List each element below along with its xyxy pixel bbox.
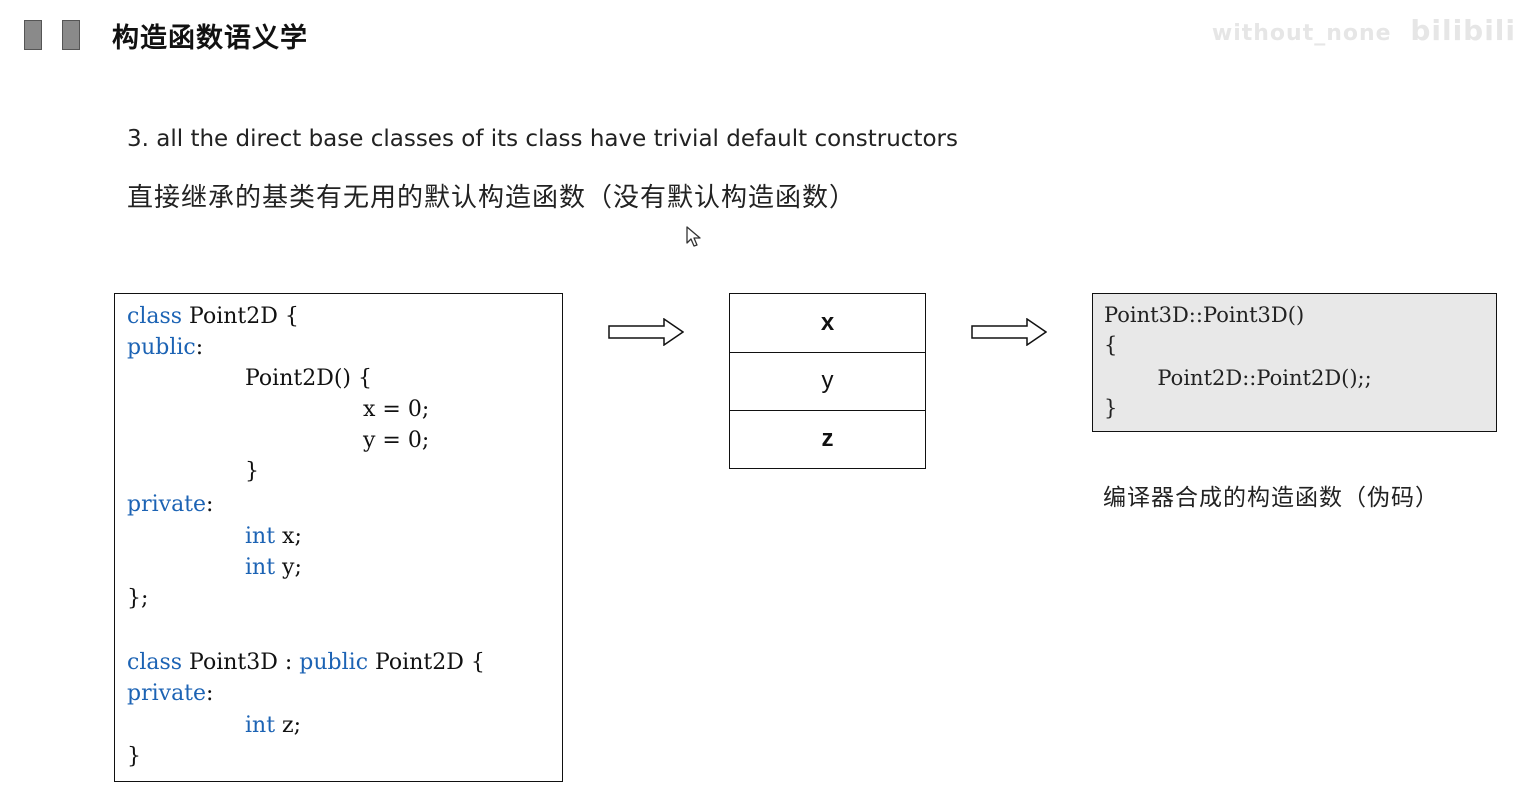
pseudo-code-line: Point2D::Point2D();; bbox=[1104, 366, 1372, 390]
code-text: z; bbox=[275, 713, 302, 738]
pseudo-code-box: Point3D::Point3D() { Point2D::Point2D();… bbox=[1092, 293, 1497, 432]
code-line: class Point3D : public Point2D { bbox=[127, 648, 485, 678]
code-line: y = 0; bbox=[363, 426, 429, 456]
code-text: Point2D { bbox=[368, 650, 485, 675]
class-code-box: class Point2D {public:Point2D() {x = 0;y… bbox=[114, 293, 563, 782]
code-line: int x; bbox=[245, 522, 302, 552]
code-text: Point2D { bbox=[182, 304, 299, 329]
code-line: x = 0; bbox=[363, 395, 429, 425]
code-text: : bbox=[195, 335, 204, 360]
mouse-pointer-icon bbox=[686, 226, 701, 247]
memory-cell-x: x bbox=[730, 294, 925, 353]
watermark-user: without_none bbox=[1211, 21, 1392, 46]
pseudo-code-caption: 编译器合成的构造函数（伪码） bbox=[1103, 485, 1439, 511]
code-keyword: int bbox=[245, 713, 276, 738]
code-line: public: bbox=[127, 333, 203, 363]
code-line: class Point2D { bbox=[127, 302, 299, 332]
memory-cell-z: z bbox=[821, 425, 834, 452]
code-line: private: bbox=[127, 679, 213, 709]
watermark: without_none bilibili bbox=[1212, 14, 1516, 47]
page-title: 构造函数语义学 bbox=[112, 23, 308, 54]
rule-chinese-text: 直接继承的基类有无用的默认构造函数（没有默认构造函数） bbox=[127, 183, 857, 213]
code-keyword: class bbox=[127, 304, 183, 329]
pseudo-code-line: { bbox=[1104, 333, 1118, 357]
pseudo-code-line: } bbox=[1104, 396, 1118, 420]
code-text: x; bbox=[275, 524, 302, 549]
code-line: } bbox=[245, 457, 259, 487]
code-keyword: public bbox=[127, 335, 196, 360]
rule-english-text: 3. all the direct base classes of its cl… bbox=[127, 126, 958, 152]
code-line: }; bbox=[127, 584, 148, 614]
code-text: Point2D() { bbox=[245, 366, 372, 391]
code-line: } bbox=[127, 742, 141, 772]
code-text: }; bbox=[127, 586, 149, 611]
code-keyword: int bbox=[245, 524, 276, 549]
code-text: : bbox=[206, 492, 214, 517]
code-keyword: class bbox=[127, 650, 183, 675]
code-text: } bbox=[127, 744, 141, 769]
code-text: y; bbox=[275, 555, 302, 580]
right-arrow-icon bbox=[971, 318, 1047, 346]
code-keyword: public bbox=[299, 650, 369, 675]
code-text: } bbox=[245, 459, 259, 484]
code-keyword: private bbox=[127, 681, 207, 706]
code-keyword: int bbox=[245, 555, 276, 580]
code-keyword: private bbox=[127, 492, 207, 517]
watermark-brand: bilibili bbox=[1410, 14, 1516, 47]
code-text: x = 0; bbox=[363, 397, 430, 422]
code-line: int z; bbox=[245, 711, 301, 741]
header-marker-icon bbox=[62, 20, 80, 50]
code-line: Point2D() { bbox=[245, 364, 372, 394]
code-line: private: bbox=[127, 490, 213, 520]
header-marker-icon bbox=[24, 20, 42, 50]
memory-cell-y: y bbox=[730, 352, 925, 411]
right-arrow-icon bbox=[608, 318, 684, 346]
code-text: y = 0; bbox=[363, 428, 430, 453]
pseudo-code-line: Point3D::Point3D() bbox=[1104, 303, 1305, 327]
memory-layout-table: x y z bbox=[729, 293, 926, 469]
code-line: int y; bbox=[245, 553, 302, 583]
code-text: : bbox=[206, 681, 214, 706]
code-text: Point3D : bbox=[182, 650, 300, 675]
